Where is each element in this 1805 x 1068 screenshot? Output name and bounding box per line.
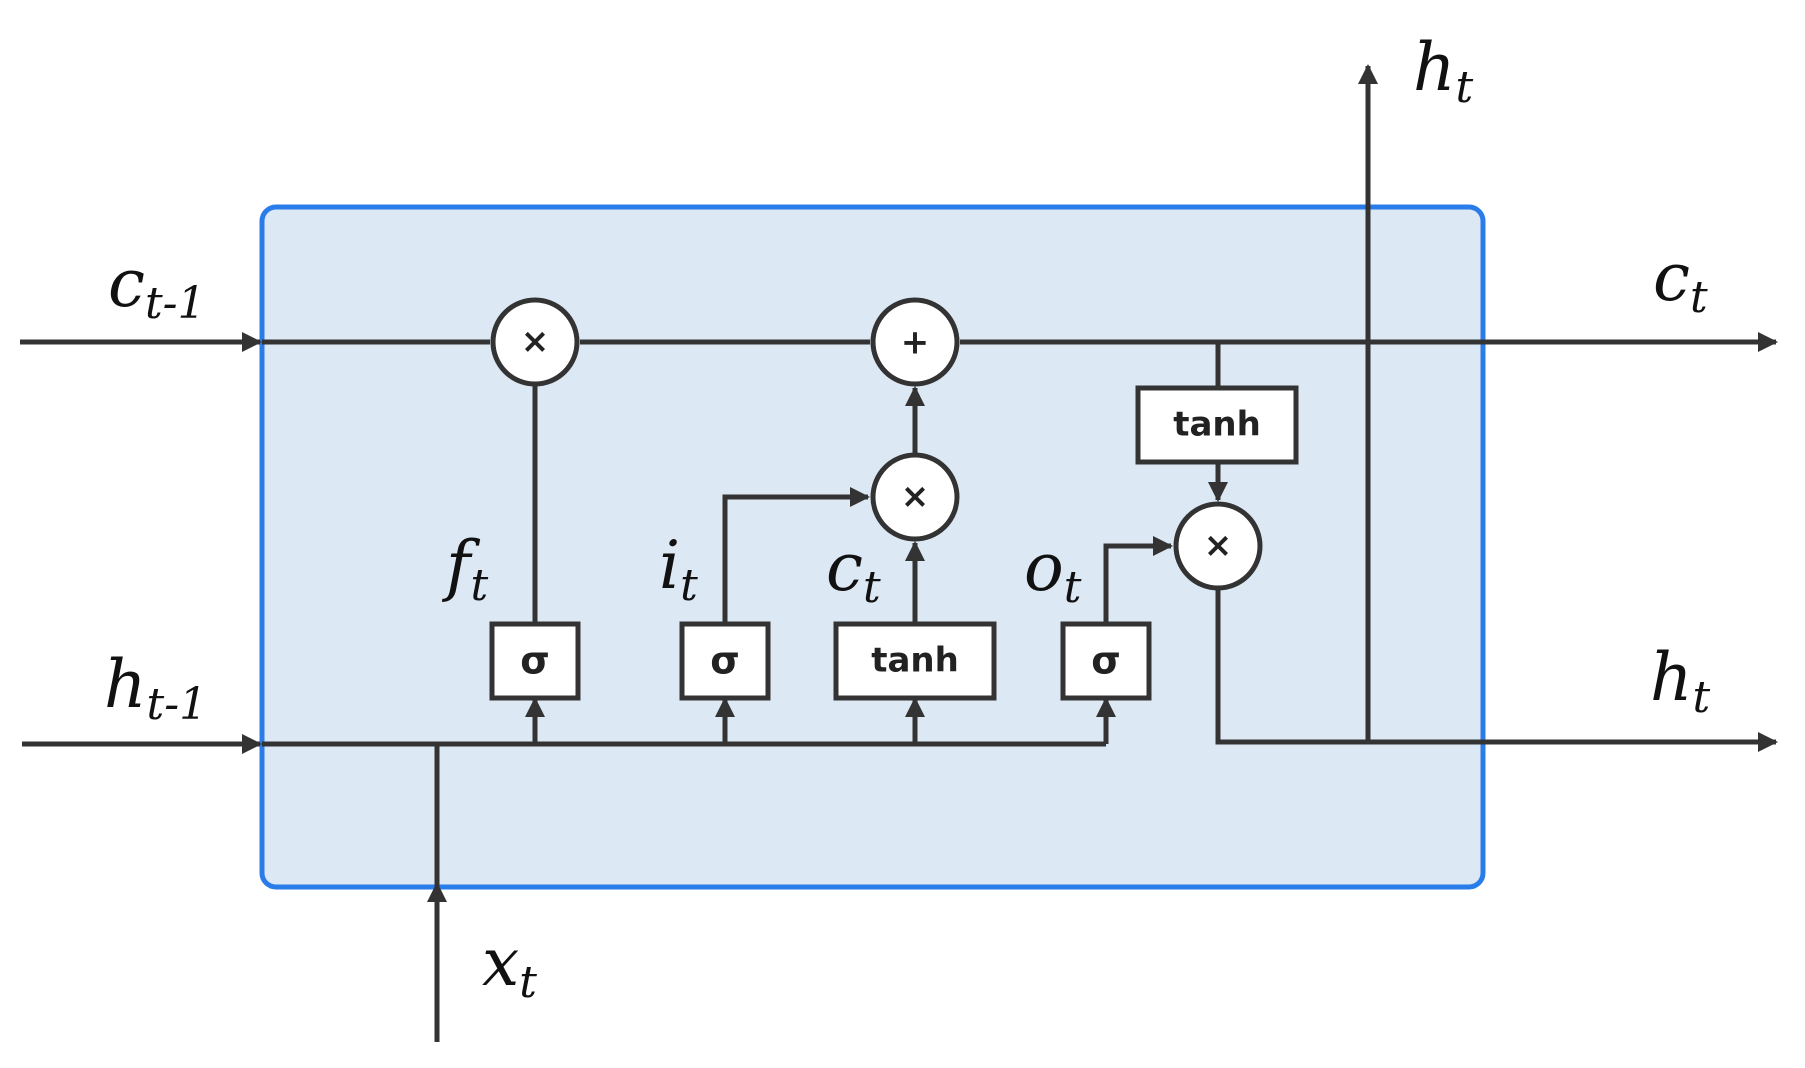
x-t-base: x (482, 924, 519, 1001)
candidate-gate-box: tanh (833, 621, 997, 701)
output-mult-node: × (1173, 501, 1263, 591)
h-out-right-label: ht (1650, 639, 1711, 723)
lstm-cell-box (259, 204, 1486, 890)
c-prev-label: ct-1 (108, 245, 206, 329)
input-gate-label: σ (710, 639, 740, 683)
o-t-base: o (1024, 529, 1064, 606)
forget-mult-node: × (490, 297, 580, 387)
c-prev-base: c (108, 245, 145, 322)
c-cand-label: ct (826, 529, 881, 613)
h-out-top-label: ht (1413, 29, 1474, 113)
c-out-base: c (1653, 239, 1690, 316)
h-out-top-base: h (1413, 29, 1456, 106)
input-gate-box: σ (679, 621, 771, 701)
h-out-top-sub: t (1456, 62, 1474, 113)
cell-add-node: + (870, 297, 960, 387)
i-t-base: i (659, 527, 680, 604)
h-prev-sub: t-1 (147, 679, 208, 730)
c-prev-sub: t-1 (145, 278, 206, 329)
cell-tanh-label: tanh (1173, 405, 1261, 445)
c-cand-base: c (826, 529, 863, 606)
x-t-label: xt (482, 924, 537, 1008)
input-mult-symbol: × (901, 477, 930, 517)
cell-add-symbol: + (901, 323, 930, 363)
o-t-label: ot (1024, 529, 1082, 613)
forget-gate-box: σ (489, 621, 581, 701)
forget-mult-symbol: × (521, 322, 550, 362)
x-t-sub: t (519, 957, 537, 1008)
h-prev-label: ht-1 (104, 646, 207, 730)
o-t-sub: t (1064, 562, 1082, 613)
input-to-mult-line (722, 487, 870, 624)
output-gate-box: σ (1060, 621, 1152, 701)
forget-gate-label: σ (520, 639, 550, 683)
h-out-right-base: h (1650, 639, 1693, 716)
h-out-right-sub: t (1693, 672, 1711, 723)
output-mult-symbol: × (1204, 526, 1233, 566)
output-mult-to-hidden-line (1215, 590, 1778, 752)
input-mult-node: × (870, 452, 960, 542)
candidate-gate-label: tanh (871, 641, 959, 681)
output-gate-label: σ (1091, 639, 1121, 683)
c-out-label: ct (1653, 239, 1708, 323)
i-t-sub: t (680, 560, 698, 611)
f-t-sub: t (470, 560, 488, 611)
cell-tanh-box: tanh (1135, 385, 1299, 465)
i-t-label: it (659, 527, 698, 611)
output-gate-to-mult-line (1103, 536, 1173, 624)
c-out-sub: t (1690, 272, 1708, 323)
h-prev-base: h (104, 646, 147, 723)
c-cand-sub: t (863, 562, 881, 613)
